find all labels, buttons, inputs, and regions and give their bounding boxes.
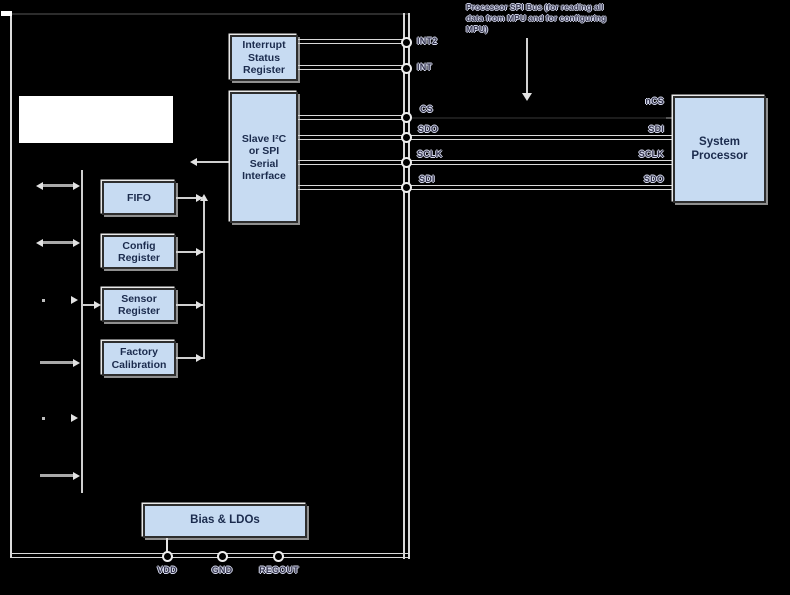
sclk-pin [401,157,412,168]
cs-pin-label: CS [420,104,433,114]
arrow-right-icon [73,472,80,480]
vdd-pin [162,551,173,562]
cs-line-internal [298,115,404,120]
int2-line [298,39,404,44]
cs-pin [401,112,412,123]
int-line [298,65,404,70]
system-processor-block: System Processor [673,96,766,203]
sdi-pin [401,182,412,193]
arrow-down-icon [522,93,532,101]
sensor-bus-connector [176,304,203,306]
int2-pin [401,37,412,48]
sensor-register-input-line [83,304,96,306]
sensor-register-block: Sensor Register [102,288,176,322]
arrow-right-icon [196,194,203,202]
gnd-pin-label: GND [211,565,233,575]
int-pin [401,63,412,74]
serial-interface-block: Slave I²C or SPI Serial Interface [230,92,298,223]
blank-label-box [19,96,173,143]
gnd-pin [217,551,228,562]
arrow-right-icon [73,182,80,190]
arrow-left-icon [36,182,43,190]
note-arrow-shaft [526,38,528,94]
arrow-up-icon [200,194,208,201]
spi-bus-note-line2: data from MPU and for configuring [466,13,607,23]
config-register-block: Config Register [102,235,176,269]
arrow-right-icon [196,354,203,362]
sdo-net-label: SDO [643,174,664,184]
register-bus-line [203,200,205,359]
factory-bus-connector [176,357,203,359]
int-pin-label: INT [417,62,433,72]
vdd-pin-label: VDD [157,565,177,575]
sdi-net-label: SDI [648,124,664,134]
arrow-right-icon [71,414,78,422]
chip-border-top [11,13,409,15]
arrow-right-icon [73,359,80,367]
arrow-right-icon [71,296,78,304]
cs-line-stub [666,117,673,119]
regout-pin-label: REGOUT [259,565,299,575]
arrow-right-icon [73,239,80,247]
arrow-right-icon [196,301,203,309]
sensor-arrow-dot [42,417,45,420]
spi-bus-note-line3: MPU) [466,24,488,34]
sdo-pin-label: SDO [418,124,439,134]
corner-white-mark [1,11,12,16]
arrow-right-icon [94,301,101,309]
config-bus-connector [176,251,203,253]
arrow-left-icon [190,158,197,166]
sclk-line [298,160,673,165]
sensor-arrow-shaft [42,184,76,187]
interface-bus-line [196,161,229,163]
int2-pin-label: INT2 [417,36,438,46]
sensor-bus-line [81,170,83,493]
bias-ldos-block: Bias & LDOs [143,504,307,538]
arrow-left-icon [36,239,43,247]
chip-border-right [403,13,410,559]
sclk-pin-label: SCLK [417,149,443,159]
vdd-connector [166,538,168,554]
sdi-line [298,185,673,190]
factory-calibration-block: Factory Calibration [102,341,176,376]
chip-border-bottom [10,553,410,558]
arrow-right-icon [196,248,203,256]
fifo-block: FIFO [102,181,176,215]
interrupt-status-register-block: Interrupt Status Register [230,35,298,81]
sensor-arrow-shaft [42,241,76,244]
regout-pin [273,551,284,562]
fifo-bus-connector [176,197,203,199]
chip-border-left [10,13,12,558]
sensor-arrow-shaft [40,474,74,477]
sensor-arrow-shaft [40,361,74,364]
sdo-line [298,135,673,140]
spi-bus-note-line1: Processor SPI Bus (for reading all [466,2,604,12]
sensor-arrow-dot [42,299,45,302]
sdo-pin [401,132,412,143]
sdi-pin-label: SDI [419,174,435,184]
ncs-net-label: nCS [645,96,664,106]
cs-line-external [410,117,666,119]
sclk-net-label: SCLK [638,149,664,159]
